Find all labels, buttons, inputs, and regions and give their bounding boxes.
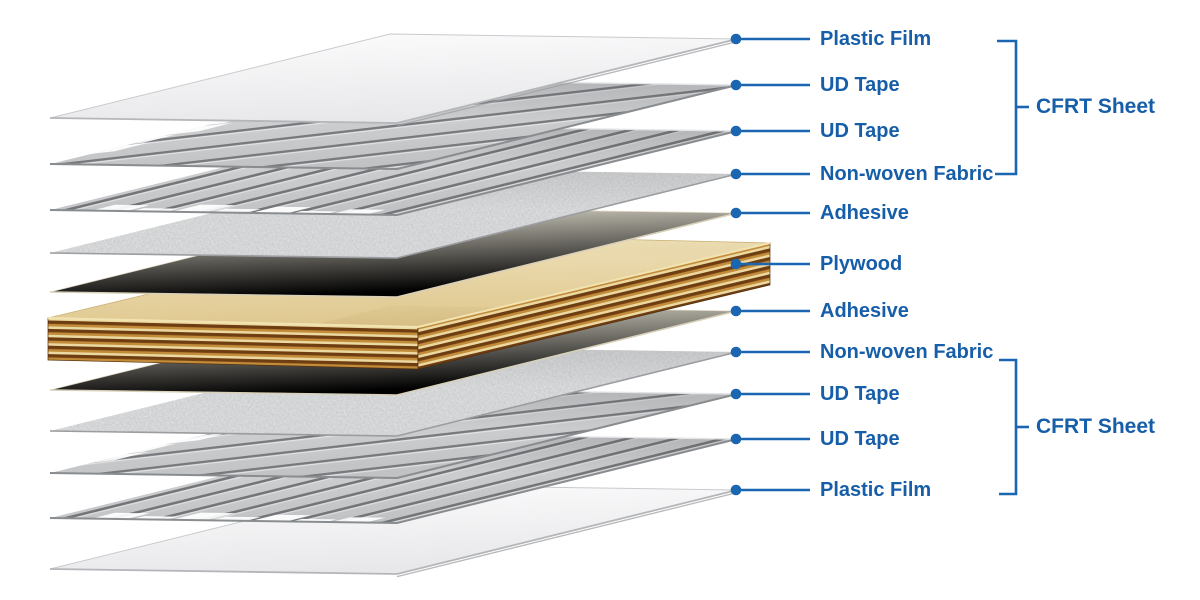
layer-label-ud-tape-1: UD Tape xyxy=(820,74,900,96)
layer-label-non-woven-top: Non-woven Fabric xyxy=(820,163,994,185)
layer-label-non-woven-bottom: Non-woven Fabric xyxy=(820,341,994,363)
layer-label-ud-tape-2: UD Tape xyxy=(820,120,900,142)
cfrt-brackets xyxy=(995,39,1029,496)
sheet-plastic-film xyxy=(49,33,738,127)
layer-label-plastic-film-bottom: Plastic Film xyxy=(820,479,932,501)
layer-label-ud-tape-4: UD Tape xyxy=(820,428,900,450)
layer-label-ud-tape-3: UD Tape xyxy=(820,383,900,405)
layer-label-plywood: Plywood xyxy=(820,253,903,275)
layer-label-adhesive-top: Adhesive xyxy=(820,202,909,224)
layer-label-plastic-film-top: Plastic Film xyxy=(820,28,932,50)
layer-label-adhesive-bottom: Adhesive xyxy=(820,300,909,322)
sheet-ud-tape xyxy=(49,79,738,171)
group-label-cfrt-sheet-bottom: CFRT Sheet xyxy=(1036,415,1156,438)
leader-lines xyxy=(730,33,810,496)
group-label-cfrt-sheet-top: CFRT Sheet xyxy=(1036,95,1156,118)
sheet-ud-tape xyxy=(49,125,738,217)
